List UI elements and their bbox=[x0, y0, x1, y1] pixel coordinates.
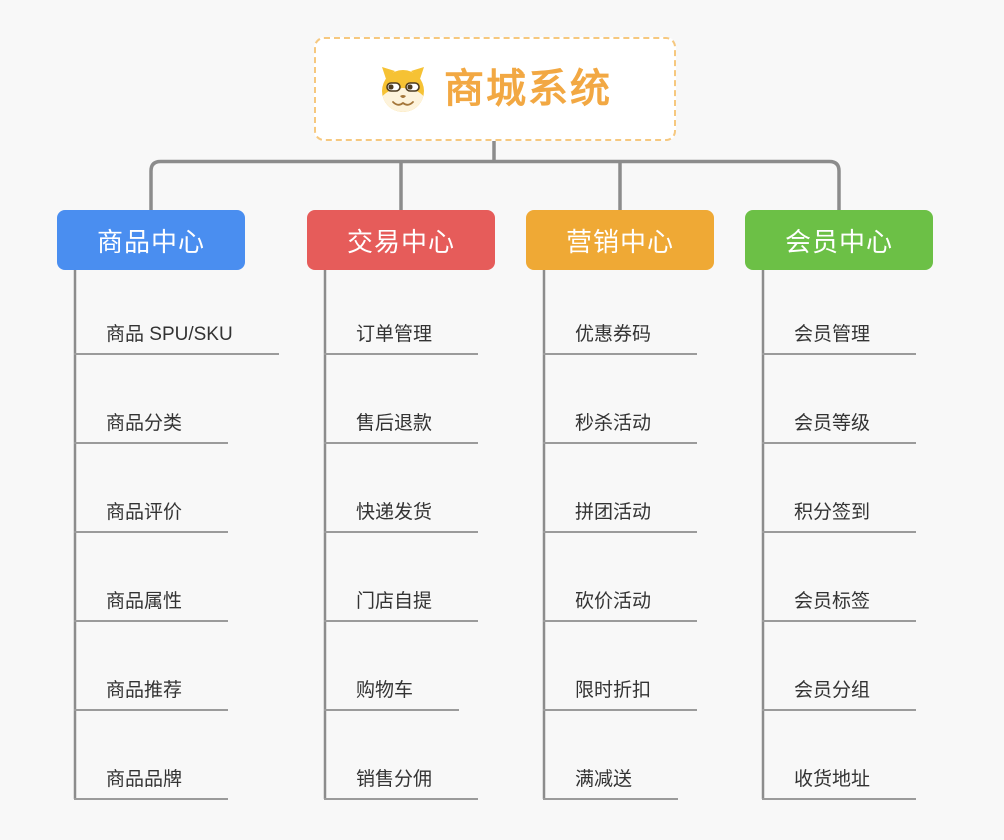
leaf-node[interactable]: 销售分佣 bbox=[324, 768, 479, 800]
leaf-node[interactable]: 订单管理 bbox=[324, 323, 479, 355]
leaf-node[interactable]: 满减送 bbox=[543, 768, 679, 800]
leaf-node[interactable]: 收货地址 bbox=[762, 768, 917, 800]
leaf-node[interactable]: 商品分类 bbox=[74, 412, 229, 444]
branch-node-trade[interactable]: 交易中心 bbox=[307, 210, 495, 270]
leaf-node[interactable]: 购物车 bbox=[324, 679, 460, 711]
leaf-node[interactable]: 会员分组 bbox=[762, 679, 917, 711]
leaf-node[interactable]: 会员管理 bbox=[762, 323, 917, 355]
leaf-node[interactable]: 商品 SPU/SKU bbox=[74, 323, 279, 355]
root-node[interactable]: 商城系统 bbox=[314, 37, 676, 141]
leaf-node[interactable]: 商品评价 bbox=[74, 501, 229, 533]
leaf-node[interactable]: 拼团活动 bbox=[543, 501, 698, 533]
leaf-node[interactable]: 砍价活动 bbox=[543, 590, 698, 622]
leaf-node[interactable]: 积分签到 bbox=[762, 501, 917, 533]
leaf-node[interactable]: 会员等级 bbox=[762, 412, 917, 444]
branch-node-products[interactable]: 商品中心 bbox=[57, 210, 245, 270]
leaf-node[interactable]: 商品品牌 bbox=[74, 768, 229, 800]
root-title: 商城系统 bbox=[444, 67, 612, 111]
leaf-node[interactable]: 限时折扣 bbox=[543, 679, 698, 711]
branch-node-marketing[interactable]: 营销中心 bbox=[526, 210, 714, 270]
leaf-node[interactable]: 秒杀活动 bbox=[543, 412, 698, 444]
leaf-node[interactable]: 商品推荐 bbox=[74, 679, 229, 711]
leaf-node[interactable]: 售后退款 bbox=[324, 412, 479, 444]
leaf-node[interactable]: 优惠券码 bbox=[543, 323, 698, 355]
dog-face-icon bbox=[382, 67, 424, 112]
leaf-node[interactable]: 快递发货 bbox=[324, 501, 479, 533]
leaf-node[interactable]: 商品属性 bbox=[74, 590, 229, 622]
leaf-node[interactable]: 门店自提 bbox=[324, 590, 479, 622]
leaf-node[interactable]: 会员标签 bbox=[762, 590, 917, 622]
branch-node-members[interactable]: 会员中心 bbox=[745, 210, 933, 270]
